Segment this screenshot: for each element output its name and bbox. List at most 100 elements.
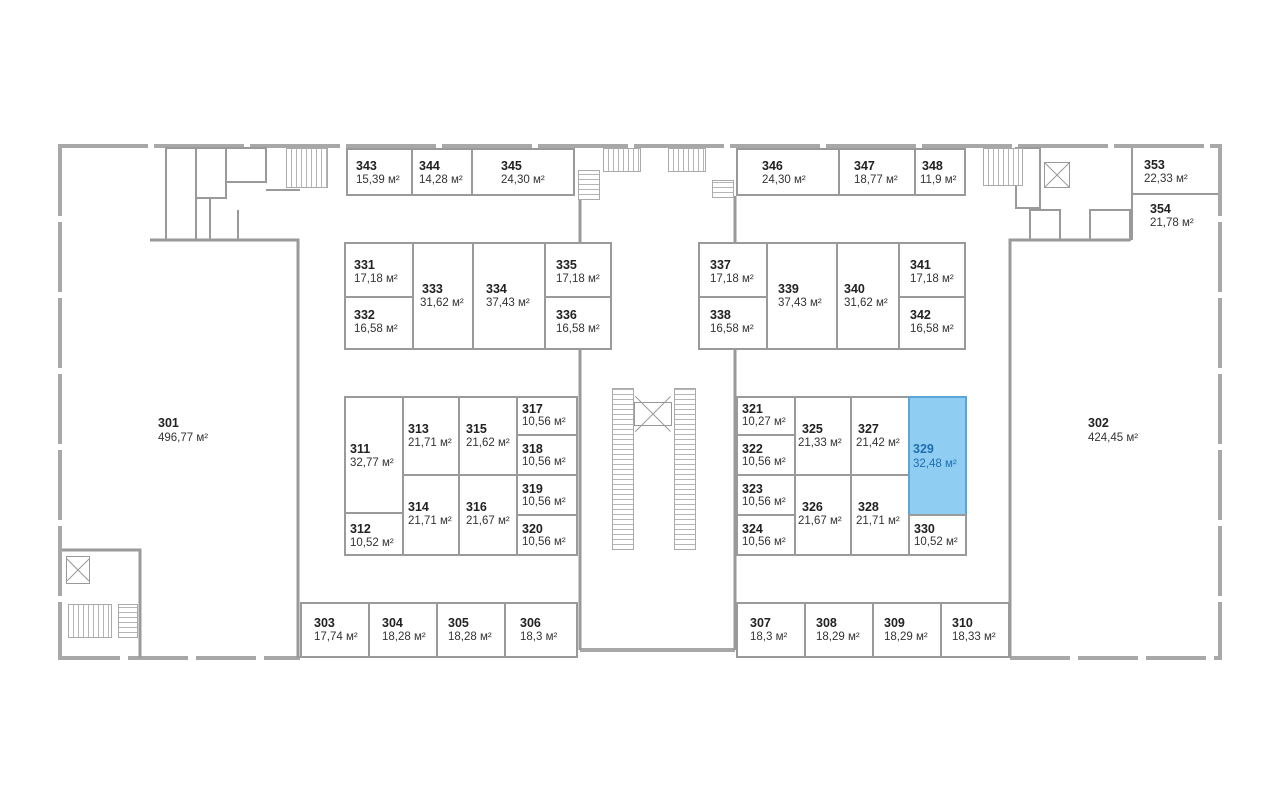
- room-333[interactable]: 333 31,62 м²: [412, 242, 474, 350]
- room-313-number: 313: [408, 422, 429, 436]
- room-341-number: 341: [910, 258, 931, 272]
- room-346[interactable]: 346 24,30 м²: [736, 148, 840, 196]
- staircase: [668, 148, 706, 172]
- room-344[interactable]: 344 14,28 м²: [411, 148, 473, 196]
- room-336[interactable]: 336 16,58 м²: [544, 296, 612, 350]
- room-328[interactable]: 328 21,71 м²: [850, 474, 910, 556]
- room-330-number: 330: [914, 522, 935, 536]
- room-320[interactable]: 320 10,56 м²: [516, 514, 578, 556]
- room-310[interactable]: 310 18,33 м²: [940, 602, 1010, 658]
- room-324-number: 324: [742, 522, 763, 536]
- room-335[interactable]: 335 17,18 м²: [544, 242, 612, 298]
- room-339-number: 339: [778, 282, 799, 296]
- room-348[interactable]: 348 11,9 м²: [914, 148, 966, 196]
- room-341-area: 17,18 м²: [910, 273, 954, 285]
- room-325-number: 325: [802, 422, 823, 436]
- room-317-area: 10,56 м²: [522, 416, 566, 428]
- room-332-number: 332: [354, 308, 375, 322]
- room-337-area: 17,18 м²: [710, 273, 754, 285]
- room-340[interactable]: 340 31,62 м²: [836, 242, 900, 350]
- room-303-area: 17,74 м²: [314, 631, 358, 643]
- room-305[interactable]: 305 18,28 м²: [436, 602, 506, 658]
- room-306-area: 18,3 м²: [520, 631, 558, 643]
- room-321-area: 10,27 м²: [742, 416, 786, 428]
- room-353[interactable]: 353 22,33 м²: [1136, 150, 1218, 192]
- room-342[interactable]: 342 16,58 м²: [898, 296, 966, 350]
- room-340-number: 340: [844, 282, 865, 296]
- room-311-number: 311: [350, 442, 371, 456]
- room-314[interactable]: 314 21,71 м²: [402, 474, 460, 556]
- staircase: [68, 604, 112, 638]
- room-345[interactable]: 345 24,30 м²: [471, 148, 575, 196]
- room-330[interactable]: 330 10,52 м²: [908, 514, 967, 556]
- room-339[interactable]: 339 37,43 м²: [766, 242, 838, 350]
- room-309[interactable]: 309 18,29 м²: [872, 602, 942, 658]
- room-307[interactable]: 307 18,3 м²: [736, 602, 806, 658]
- room-312[interactable]: 312 10,52 м²: [344, 512, 404, 556]
- room-313[interactable]: 313 21,71 м²: [402, 396, 460, 476]
- staircase: [674, 388, 696, 550]
- room-326[interactable]: 326 21,67 м²: [794, 474, 852, 556]
- room-354-area: 21,78 м²: [1150, 217, 1194, 229]
- room-315[interactable]: 315 21,62 м²: [458, 396, 518, 476]
- staircase: [712, 180, 734, 198]
- room-302-number: 302: [1088, 416, 1109, 430]
- room-312-number: 312: [350, 522, 371, 536]
- room-303[interactable]: 303 17,74 м²: [300, 602, 370, 658]
- room-347[interactable]: 347 18,77 м²: [838, 148, 916, 196]
- room-343[interactable]: 343 15,39 м²: [346, 148, 413, 196]
- room-329[interactable]: 329 32,48 м²: [908, 396, 967, 516]
- room-347-area: 18,77 м²: [854, 174, 898, 186]
- room-316[interactable]: 316 21,67 м²: [458, 474, 518, 556]
- room-325[interactable]: 325 21,33 м²: [794, 396, 852, 476]
- room-326-number: 326: [802, 500, 823, 514]
- room-307-number: 307: [750, 616, 771, 630]
- room-323-number: 323: [742, 482, 763, 496]
- room-324[interactable]: 324 10,56 м²: [736, 514, 796, 556]
- room-345-area: 24,30 м²: [501, 174, 545, 186]
- room-337[interactable]: 337 17,18 м²: [698, 242, 768, 298]
- room-327-number: 327: [858, 422, 879, 436]
- room-322[interactable]: 322 10,56 м²: [736, 434, 796, 476]
- room-301-number: 301: [158, 416, 179, 430]
- elevator-icon: [66, 556, 90, 584]
- room-344-number: 344: [419, 159, 440, 173]
- room-338-number: 338: [710, 308, 731, 322]
- room-306-number: 306: [520, 616, 541, 630]
- room-319-area: 10,56 м²: [522, 496, 566, 508]
- room-306[interactable]: 306 18,3 м²: [504, 602, 578, 658]
- room-343-area: 15,39 м²: [356, 174, 400, 186]
- room-342-area: 16,58 м²: [910, 323, 954, 335]
- room-303-number: 303: [314, 616, 335, 630]
- room-308-number: 308: [816, 616, 837, 630]
- room-334[interactable]: 334 37,43 м²: [472, 242, 546, 350]
- room-321[interactable]: 321 10,27 м²: [736, 396, 796, 436]
- room-319[interactable]: 319 10,56 м²: [516, 474, 578, 516]
- room-304[interactable]: 304 18,28 м²: [368, 602, 438, 658]
- room-327[interactable]: 327 21,42 м²: [850, 396, 910, 476]
- room-338[interactable]: 338 16,58 м²: [698, 296, 768, 350]
- room-318-number: 318: [522, 442, 543, 456]
- room-302[interactable]: 302 424,45 м²: [1012, 242, 1218, 656]
- room-332[interactable]: 332 16,58 м²: [344, 296, 414, 350]
- room-323[interactable]: 323 10,56 м²: [736, 474, 796, 516]
- room-311[interactable]: 311 32,77 м²: [344, 396, 404, 514]
- room-341[interactable]: 341 17,18 м²: [898, 242, 966, 298]
- room-310-area: 18,33 м²: [952, 631, 996, 643]
- room-308[interactable]: 308 18,29 м²: [804, 602, 874, 658]
- room-317[interactable]: 317 10,56 м²: [516, 396, 578, 436]
- room-309-area: 18,29 м²: [884, 631, 928, 643]
- room-347-number: 347: [854, 159, 875, 173]
- room-315-number: 315: [466, 422, 487, 436]
- room-326-area: 21,67 м²: [798, 515, 842, 527]
- room-331[interactable]: 331 17,18 м²: [344, 242, 414, 298]
- room-318[interactable]: 318 10,56 м²: [516, 434, 578, 476]
- room-339-area: 37,43 м²: [778, 297, 822, 309]
- room-340-area: 31,62 м²: [844, 297, 888, 309]
- room-338-area: 16,58 м²: [710, 323, 754, 335]
- room-354[interactable]: 354 21,78 м²: [1132, 194, 1218, 238]
- room-301[interactable]: 301 496,77 м²: [62, 148, 298, 550]
- room-317-number: 317: [522, 402, 543, 416]
- room-315-area: 21,62 м²: [466, 437, 510, 449]
